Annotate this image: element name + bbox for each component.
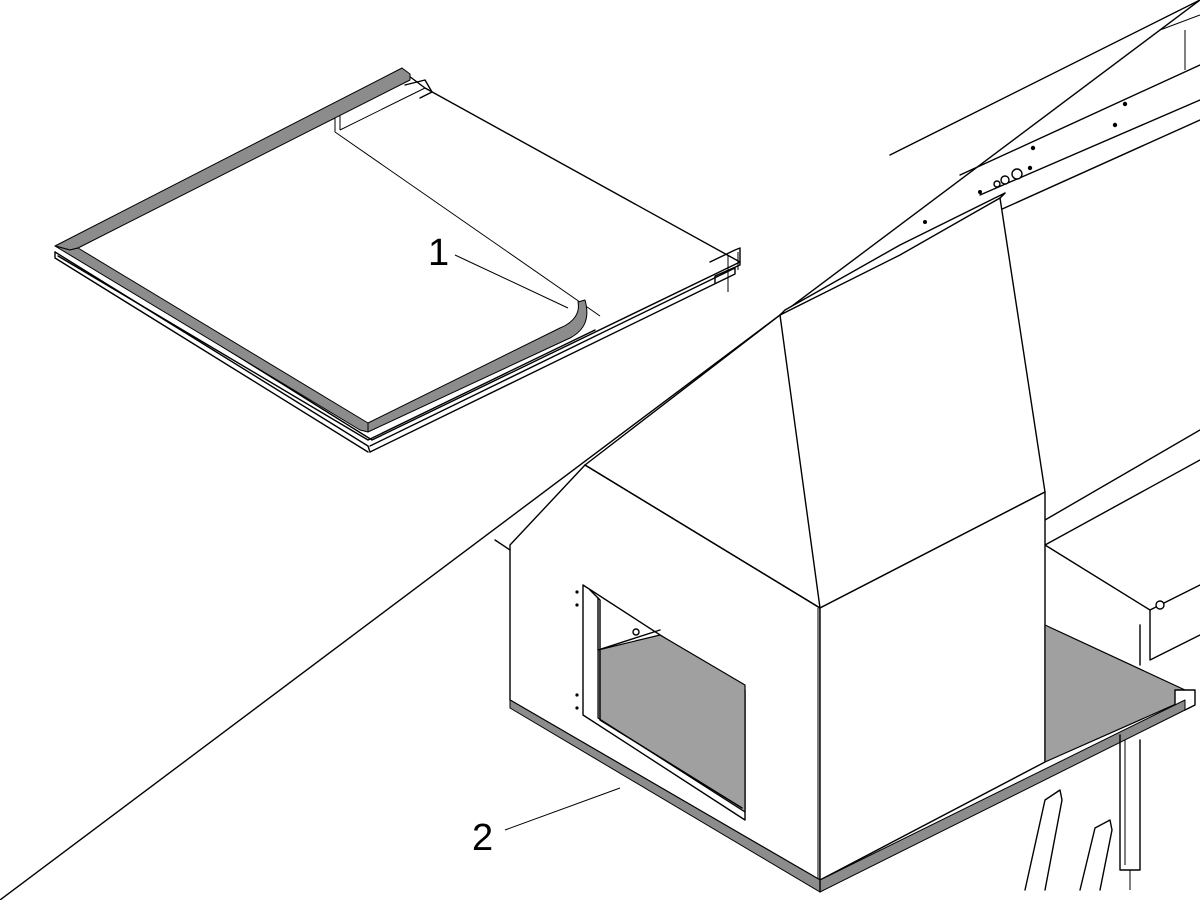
access-window-opening <box>597 634 746 813</box>
hood-assembly <box>494 0 1200 893</box>
callout-1-leader <box>454 254 569 309</box>
panel-right-flange <box>709 247 741 284</box>
callout-2-leader <box>504 787 621 831</box>
panel-back-rail <box>404 79 433 99</box>
callout-2-label: 2 <box>472 817 493 859</box>
support-leg-right <box>1079 819 1113 891</box>
panel-top-face <box>59 72 741 441</box>
upper-frame-rail <box>889 0 1200 156</box>
callout-1-label: 1 <box>428 232 449 274</box>
callout-2: 2 <box>472 787 621 859</box>
callout-1: 1 <box>428 232 569 309</box>
panel-detail <box>54 67 741 453</box>
gasket-curved-end <box>367 299 588 433</box>
support-leg-left <box>1024 789 1063 891</box>
side-shelf <box>1044 429 1200 521</box>
